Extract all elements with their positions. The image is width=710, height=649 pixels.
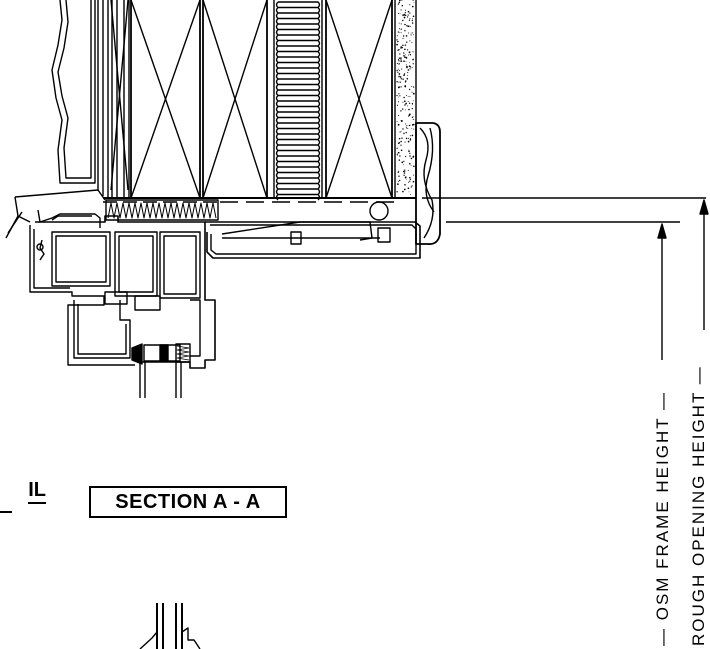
stud-cavity-2 [202,0,268,199]
stud-cavity-1 [130,0,201,199]
sill-plate [103,197,416,203]
window-frame-profile [29,209,216,369]
osm-frame-height-label: — OSM FRAME HEIGHT — [653,390,672,646]
lower-detail-fragment [139,603,201,649]
stud-cavity-3 [325,0,393,199]
detail-title-fragment: IL [0,478,46,508]
exterior-cladding [51,0,104,196]
exterior-sill-flashing [5,189,106,239]
rough-opening-height-label: ROUGH OPENING HEIGHT — [689,365,708,646]
detail-subtitle-rule [0,511,12,513]
dimension-lines [422,197,709,360]
interior-casing [415,122,441,245]
sill-extension [205,221,421,259]
insulation-batt [273,0,323,201]
backer-rod [369,201,389,221]
detail-title-text: IL [28,478,46,504]
glazing-unit [131,343,191,398]
interior-gypsum-board [394,0,417,198]
sill-foam-tape [105,199,219,221]
section-a-a-title: SECTION A - A [89,486,287,518]
wall-sheathing [107,0,130,198]
